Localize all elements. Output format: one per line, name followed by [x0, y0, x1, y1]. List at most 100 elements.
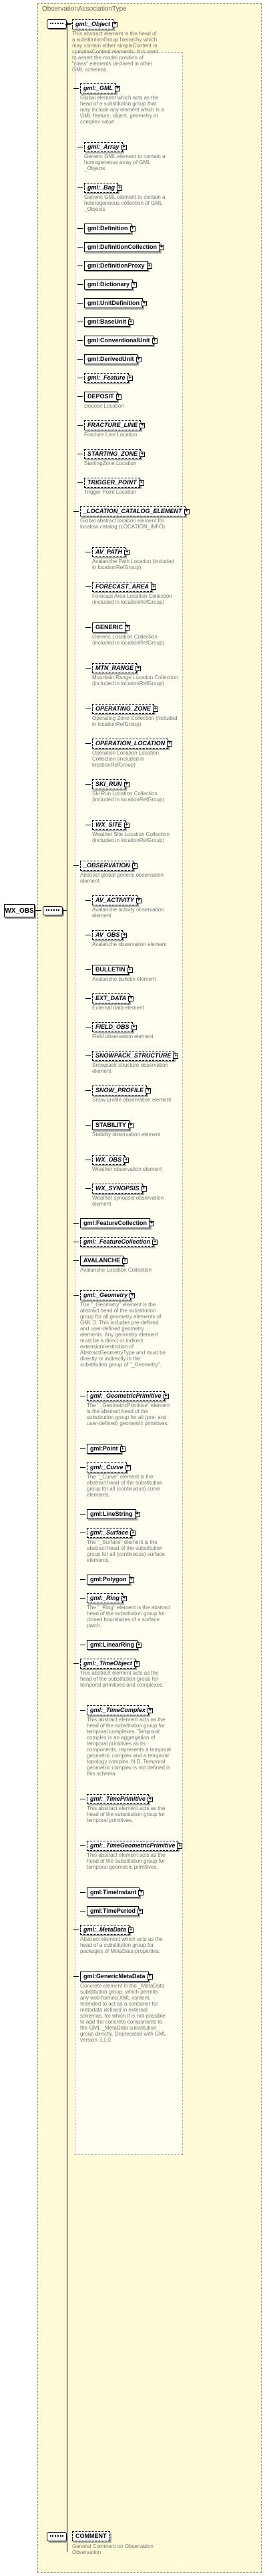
element-29[interactable]: EXT_DATA+	[92, 993, 134, 1003]
expand-icon[interactable]: +	[115, 86, 120, 91]
expand-icon[interactable]: +	[136, 357, 142, 362]
element-25[interactable]: _OBSERVATION+	[80, 861, 138, 871]
element-1[interactable]: gml:_Array+	[84, 142, 127, 152]
element-17[interactable]: AV_PATH+	[92, 547, 130, 557]
expand-icon[interactable]: +	[152, 1240, 158, 1245]
element-47[interactable]: gml:LinearRing+	[87, 1640, 142, 1650]
element-31[interactable]: SNOWPACK_STRUCTURE+	[92, 1051, 179, 1061]
expand-icon[interactable]: +	[147, 1974, 153, 1980]
expand-icon[interactable]: +	[138, 1890, 144, 1895]
element-26[interactable]: AV_ACTIVITY+	[92, 895, 142, 905]
element-50[interactable]: gml:_TimePrimitive+	[87, 1794, 153, 1804]
expand-icon[interactable]: +	[136, 1643, 142, 1648]
element-37[interactable]: gml:_FeatureCollection+	[80, 1237, 158, 1247]
element-44[interactable]: gml:_Surface+	[87, 1528, 136, 1538]
element-21[interactable]: OPERATING_ZONE+	[92, 704, 158, 714]
element-8[interactable]: gml:BaseUnit+	[84, 317, 134, 327]
expand-icon[interactable]: +	[128, 1927, 134, 1933]
expand-icon[interactable]: +	[141, 1186, 147, 1192]
element-27[interactable]: AV_OBS+	[92, 930, 127, 940]
expand-icon[interactable]: +	[128, 1577, 134, 1583]
element-object[interactable]: gml:_Object+	[72, 19, 118, 29]
element-39[interactable]: gml:_Geometry+	[80, 1290, 136, 1300]
comment-element[interactable]: COMMENT	[72, 2531, 110, 2541]
expand-icon[interactable]: +	[129, 1293, 136, 1298]
element-11[interactable]: gml:_Feature+	[84, 373, 133, 383]
element-53[interactable]: gml:TimePeriod+	[87, 1906, 143, 1916]
expand-icon[interactable]: +	[133, 1661, 140, 1667]
expand-icon[interactable]: +	[125, 1465, 131, 1470]
element-51[interactable]: gml:_TimeGeometricPrimitive+	[87, 1841, 183, 1851]
element-12[interactable]: DEPOSIT+	[84, 392, 121, 402]
expand-icon[interactable]: +	[184, 509, 190, 514]
expand-icon[interactable]: +	[122, 1258, 128, 1264]
element-3[interactable]: gml:Definition+	[84, 224, 136, 234]
element-5[interactable]: gml:DefinitionProxy+	[84, 261, 152, 271]
expand-icon[interactable]: +	[123, 782, 129, 787]
element-55[interactable]: gml:GenericMetaData+	[80, 1972, 153, 1982]
expand-icon[interactable]: +	[140, 452, 146, 457]
element-22[interactable]: OPERATION_LOCATION+	[92, 739, 173, 749]
element-0[interactable]: gml:_GML+	[80, 83, 120, 93]
expand-icon[interactable]: +	[134, 1512, 140, 1517]
element-43[interactable]: gml:LineString+	[87, 1509, 140, 1519]
element-6[interactable]: gml:Dictionary+	[84, 280, 138, 290]
expand-icon[interactable]: +	[124, 550, 130, 555]
element-18[interactable]: FORECAST_AREA+	[92, 582, 157, 592]
expand-icon[interactable]: +	[136, 666, 142, 671]
expand-icon[interactable]: +	[119, 1446, 125, 1452]
expand-icon[interactable]: +	[115, 394, 121, 400]
element-10[interactable]: gml:DerivedUnit+	[84, 354, 142, 364]
element-32[interactable]: SNOW_PROFILE+	[92, 1086, 152, 1096]
expand-icon[interactable]: +	[137, 1909, 143, 1914]
expand-icon[interactable]: +	[121, 933, 127, 938]
expand-icon[interactable]: +	[112, 22, 118, 27]
expand-icon[interactable]: +	[167, 741, 173, 747]
element-34[interactable]: WX_OBS+	[92, 1155, 129, 1165]
expand-icon[interactable]: +	[173, 1053, 179, 1059]
expand-icon[interactable]: +	[147, 1797, 153, 1802]
expand-icon[interactable]: +	[123, 823, 129, 828]
element-52[interactable]: gml:TimeInstant+	[87, 1887, 144, 1897]
element-20[interactable]: MTN_RANGE+	[92, 663, 142, 673]
expand-icon[interactable]: +	[127, 1123, 133, 1128]
root-element-wx-obs[interactable]: WX_OBS	[4, 904, 35, 917]
expand-icon[interactable]: +	[121, 145, 127, 150]
element-49[interactable]: gml:_TimeComplex+	[87, 1705, 153, 1715]
element-24[interactable]: WX_SITE+	[92, 820, 129, 830]
expand-icon[interactable]: +	[131, 1025, 137, 1030]
element-41[interactable]: gml:Point+	[87, 1444, 125, 1454]
element-15[interactable]: TRIGGER_POINT+	[84, 478, 144, 488]
expand-icon[interactable]: +	[152, 707, 158, 712]
expand-icon[interactable]: +	[151, 584, 157, 590]
expand-icon[interactable]: +	[146, 264, 152, 269]
element-13[interactable]: FRACTURE_LINE+	[84, 420, 146, 430]
element-40[interactable]: gml:_GeometricPrimitive+	[87, 1391, 169, 1401]
element-33[interactable]: STABILITY+	[92, 1120, 133, 1130]
element-16[interactable]: _LOCATION_CATALOG_ELEMENT+	[80, 506, 190, 516]
expand-icon[interactable]: +	[127, 376, 133, 381]
element-38[interactable]: AVALANCHE+	[80, 1256, 128, 1266]
expand-icon[interactable]: +	[121, 1596, 127, 1601]
expand-icon[interactable]: +	[128, 320, 134, 325]
element-45[interactable]: gml:Polygon+	[87, 1575, 134, 1585]
expand-icon[interactable]: +	[163, 1394, 169, 1399]
expand-icon[interactable]: +	[131, 863, 138, 869]
element-36[interactable]: gml:FeatureCollection+	[80, 1218, 155, 1228]
element-30[interactable]: FIELD_OBS+	[92, 1022, 137, 1032]
expand-icon[interactable]: +	[136, 898, 142, 903]
element-42[interactable]: gml:_Curve+	[87, 1462, 131, 1472]
expand-icon[interactable]: +	[127, 967, 133, 973]
element-48[interactable]: gml:_TimeObject+	[80, 1659, 140, 1669]
element-19[interactable]: GENERIC+	[92, 622, 131, 632]
element-28[interactable]: BULLETIN+	[92, 965, 133, 975]
element-23[interactable]: SKI_RUN+	[92, 779, 129, 789]
expand-icon[interactable]: +	[140, 423, 146, 428]
element-46[interactable]: gml:_Ring+	[87, 1593, 127, 1603]
expand-icon[interactable]: +	[117, 185, 123, 191]
element-14[interactable]: STARTING_ZONE+	[84, 449, 146, 459]
expand-icon[interactable]: +	[123, 1158, 129, 1163]
expand-icon[interactable]: +	[131, 282, 138, 288]
expand-icon[interactable]: +	[138, 480, 144, 486]
expand-icon[interactable]: +	[159, 245, 164, 250]
